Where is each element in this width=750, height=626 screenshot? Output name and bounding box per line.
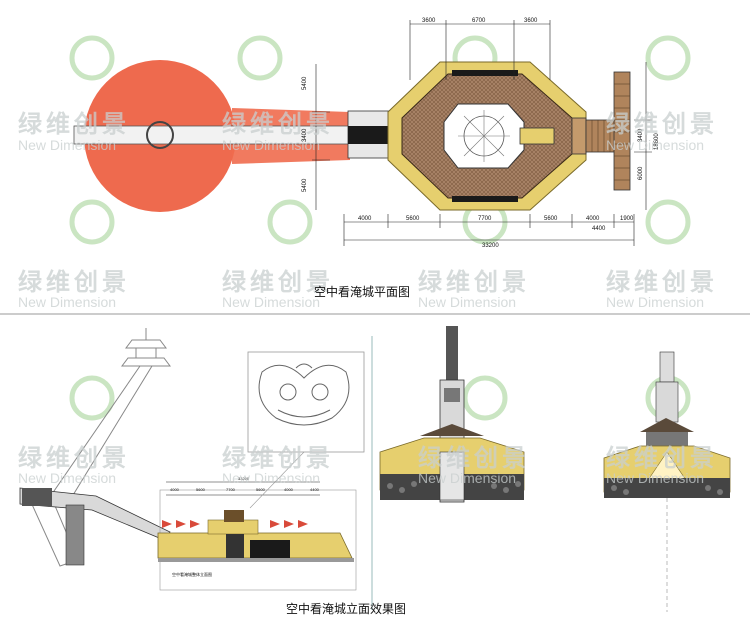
plan-dimension-lines xyxy=(312,20,652,246)
plan-dim-left-3: 5400 xyxy=(302,178,308,192)
watermark-cn-9: 绿维创景 xyxy=(222,444,334,472)
plan-dim-bottom-6: 4400 xyxy=(592,226,606,232)
plan-dim-top-2: 6700 xyxy=(472,18,486,24)
watermark-en-8: New Dimension xyxy=(18,470,116,486)
watermark-cn-11: 绿维创景 xyxy=(606,444,718,472)
watermark-cn-7: 绿维创景 xyxy=(606,268,718,296)
elev-dim-1: 4000 xyxy=(170,487,180,492)
watermark-cn-6: 绿维创景 xyxy=(418,268,530,296)
elev-dim-3: 7700 xyxy=(226,487,236,492)
watermark-en-2: New Dimension xyxy=(222,137,320,153)
watermark-cn-8: 绿维创景 xyxy=(18,444,130,472)
plan-dim-bottom-7: 1900 xyxy=(620,216,634,222)
watermark-en-6: New Dimension xyxy=(418,294,516,310)
plan-right-bridge xyxy=(585,119,617,153)
plan-dim-bottom-2: 5600 xyxy=(406,216,420,222)
plan-dim-right-3: 6000 xyxy=(638,166,644,180)
plan-right-gate xyxy=(571,117,587,155)
elevation-side-view xyxy=(19,328,365,591)
watermark-cn-1: 绿维创景 xyxy=(18,110,130,138)
watermark-en-10: New Dimension xyxy=(418,470,516,486)
elev-dim-2: 5600 xyxy=(196,487,206,492)
watermark-en-3: New Dimension xyxy=(606,137,704,153)
plan-dim-left-2: 3400 xyxy=(302,128,308,142)
elevation-caption: 空中看淹城立面效果图 xyxy=(286,602,407,616)
watermark-en-4: New Dimension xyxy=(18,294,116,310)
watermark-cn-3: 绿维创景 xyxy=(606,110,718,138)
plan-dim-top-3: 3600 xyxy=(524,18,538,24)
watermark-text: 绿维创景 New Dimension 绿维创景 New Dimension 绿维… xyxy=(18,110,718,486)
plan-dim-total: 33200 xyxy=(482,243,499,249)
elev-sheet-label: 空中看淹城整体立面图 xyxy=(172,571,212,577)
watermark-en-1: New Dimension xyxy=(18,137,116,153)
elev-dim-4: 5600 xyxy=(256,487,266,492)
watermark-en-5: New Dimension xyxy=(222,294,320,310)
plan-dim-bottom-5: 4000 xyxy=(586,216,600,222)
plan-view xyxy=(73,20,652,246)
elev-dim-6: 4400 xyxy=(310,487,320,492)
plan-dim-left-1: 5400 xyxy=(302,76,308,90)
plan-dim-right-1: 18600 xyxy=(654,133,660,150)
plan-right-platform xyxy=(613,71,631,191)
front-elevation-view xyxy=(379,326,525,503)
plan-dim-bottom-1: 4000 xyxy=(358,216,372,222)
plan-dim-top-1: 3600 xyxy=(422,18,436,24)
watermark-cn-10: 绿维创景 xyxy=(418,444,530,472)
plan-dim-bottom-3: 7700 xyxy=(478,216,492,222)
plan-ring xyxy=(146,121,174,149)
plan-caption: 空中看淹城平面图 xyxy=(314,285,411,299)
watermark-cn-4: 绿维创景 xyxy=(18,268,130,296)
watermark-en-7: New Dimension xyxy=(606,294,704,310)
plan-dim-right-2: 3400 xyxy=(638,128,644,142)
watermark-en-9: New Dimension xyxy=(222,470,320,486)
watermark-cn-2: 绿维创景 xyxy=(222,110,334,138)
elev-dim-total: 33200 xyxy=(238,476,250,481)
plan-dim-bottom-4: 5600 xyxy=(544,216,558,222)
watermark-cn-5: 绿维创景 xyxy=(222,268,334,296)
relief-ornament-icon xyxy=(258,363,350,426)
elev-dim-5: 4000 xyxy=(284,487,294,492)
rear-elevation-view xyxy=(603,351,731,612)
watermark-en-11: New Dimension xyxy=(606,470,704,486)
